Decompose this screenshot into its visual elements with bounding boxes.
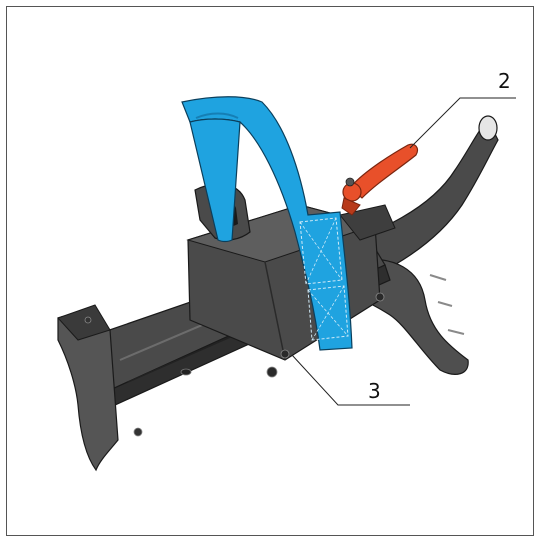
end-plate bbox=[57, 304, 143, 472]
callout-3-label: 3 bbox=[368, 379, 381, 403]
velcro-strap bbox=[181, 96, 353, 351]
callout-3-leader bbox=[291, 354, 410, 406]
clamp-lever bbox=[341, 143, 419, 216]
callout-2-label: 2 bbox=[498, 69, 511, 93]
callout-2-leader bbox=[409, 97, 516, 149]
